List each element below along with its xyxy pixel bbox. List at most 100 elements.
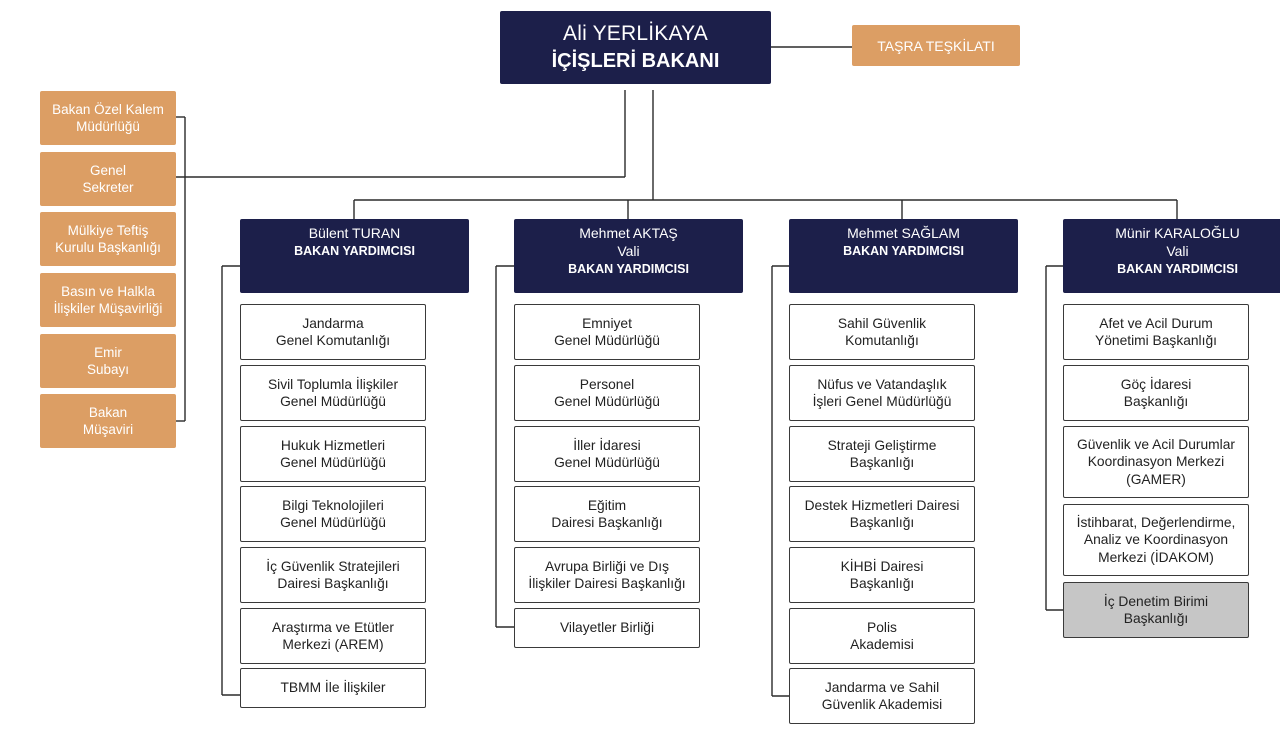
unit-line: Yönetimi Başkanlığı [1095, 333, 1217, 348]
unit-emniyet: Emniyet Genel Müdürlüğü [514, 304, 700, 360]
left-unit-line: Genel [89, 163, 127, 178]
unit-line: Hukuk Hizmetleri [280, 437, 386, 453]
left-unit-line: Müşaviri [82, 422, 134, 437]
unit-line: Dairesi Başkanlığı [277, 576, 389, 591]
unit-line: Jandarma [302, 315, 364, 331]
unit-line: Eğitim [587, 497, 627, 513]
unit-line: Başkanlığı [1123, 611, 1189, 626]
unit-line: Başkanlığı [1123, 394, 1189, 409]
unit-line: Sivil Toplumla İlişkiler [267, 376, 399, 392]
deputy-subtitle: Vali [1166, 243, 1189, 259]
left-unit-line: Sekreter [82, 180, 134, 195]
unit-line: İller İdaresi [573, 437, 641, 453]
deputy-name: Bülent TURAN [308, 225, 401, 241]
unit-nufus-vatandaslik: Nüfus ve Vatandaşlık İşleri Genel Müdürl… [789, 365, 975, 421]
unit-gamer: Güvenlik ve Acil Durumlar Koordinasyon M… [1063, 426, 1249, 498]
unit-bilgi-teknolojileri: Bilgi Teknolojileri Genel Müdürlüğü [240, 486, 426, 542]
unit-line: Strateji Geliştirme [827, 437, 937, 453]
unit-hukuk-hizmetleri: Hukuk Hizmetleri Genel Müdürlüğü [240, 426, 426, 482]
left-unit-line: Bakan Özel Kalem [52, 102, 164, 117]
unit-line: Merkezi (AREM) [282, 637, 384, 652]
deputy-box-saglam: Mehmet SAĞLAM BAKAN YARDIMCISI [789, 219, 1018, 293]
unit-line: Genel Müdürlüğü [554, 333, 660, 348]
unit-line: Merkezi (İDAKOM) [1098, 549, 1214, 565]
unit-line: Başkanlığı [849, 455, 915, 470]
tasra-label: TAŞRA TEŞKİLATI [877, 37, 995, 54]
unit-line: Genel Müdürlüğü [554, 455, 660, 470]
unit-line: İstihbarat, Değerlendirme, [1076, 514, 1236, 530]
left-unit-line: Emir [94, 345, 122, 360]
unit-avrupa-birligi: Avrupa Birliği ve Dış İlişkiler Dairesi … [514, 547, 700, 603]
left-unit-line: Basın ve Halkla [61, 284, 155, 299]
unit-line: Emniyet [582, 315, 632, 331]
left-unit-mulkiye-teftis: Mülkiye Teftiş Kurulu Başkanlığı [40, 212, 176, 266]
deputy-title: BAKAN YARDIMCISI [843, 244, 964, 258]
unit-line: İç Denetim Birimi [1103, 593, 1209, 609]
deputy-box-karaloglu: Münir KARALOĞLU Vali BAKAN YARDIMCISI [1063, 219, 1280, 293]
deputy-box-aktas: Mehmet AKTAŞ Vali BAKAN YARDIMCISI [514, 219, 743, 293]
unit-line: Başkanlığı [849, 515, 915, 530]
left-unit-genel-sekreter: Genel Sekreter [40, 152, 176, 206]
unit-line: Bilgi Teknolojileri [282, 497, 384, 513]
unit-line: Analiz ve Koordinasyon [1083, 532, 1229, 548]
tasra-teskilati-box: TAŞRA TEŞKİLATI [852, 25, 1020, 66]
unit-kihbi: KİHBİ Dairesi Başkanlığı [789, 547, 975, 603]
minister-name: Ali YERLİKAYA [563, 22, 708, 45]
deputy-title: BAKAN YARDIMCISI [568, 262, 689, 276]
deputy-title: BAKAN YARDIMCISI [1117, 262, 1238, 276]
unit-line: Güvenlik ve Acil Durumlar [1077, 436, 1235, 452]
unit-line: Güvenlik Akademisi [821, 697, 943, 712]
left-unit-ozel-kalem: Bakan Özel Kalem Müdürlüğü [40, 91, 176, 145]
unit-line: Genel Müdürlüğü [280, 394, 386, 409]
unit-line: İşleri Genel Müdürlüğü [812, 394, 952, 409]
unit-sivil-toplum: Sivil Toplumla İlişkiler Genel Müdürlüğü [240, 365, 426, 421]
unit-line: Genel Müdürlüğü [280, 515, 386, 530]
unit-line: Avrupa Birliği ve Dış [545, 558, 669, 574]
unit-line: Personel [579, 376, 635, 392]
unit-goc-idaresi: Göç İdaresi Başkanlığı [1063, 365, 1249, 421]
minister-title: İÇİŞLERİ BAKANI [551, 50, 720, 72]
unit-ic-guvenlik-stratejileri: İç Güvenlik Stratejileri Dairesi Başkanl… [240, 547, 426, 603]
unit-iller-idaresi: İller İdaresi Genel Müdürlüğü [514, 426, 700, 482]
unit-polis-akademisi: Polis Akademisi [789, 608, 975, 664]
unit-line: Başkanlığı [849, 576, 915, 591]
unit-line: İç Güvenlik Stratejileri [266, 558, 400, 574]
unit-line: Komutanlığı [845, 333, 919, 348]
unit-line: Jandarma ve Sahil [824, 679, 940, 695]
left-unit-line: Subayı [86, 362, 130, 377]
unit-line: Polis [867, 619, 897, 635]
unit-tbmm-iliskiler: TBMM İle İlişkiler [240, 668, 426, 708]
unit-line: Sahil Güvenlik [837, 315, 927, 331]
unit-egitim: Eğitim Dairesi Başkanlığı [514, 486, 700, 542]
left-unit-line: Bakan [88, 405, 128, 420]
unit-destek-hizmetleri: Destek Hizmetleri Dairesi Başkanlığı [789, 486, 975, 542]
left-unit-line: Kurulu Başkanlığı [55, 240, 161, 255]
unit-jandarma-genel-komutanligi: Jandarma Genel Komutanlığı [240, 304, 426, 360]
left-unit-line: İlişkiler Müşavirliği [53, 301, 163, 316]
unit-line: Koordinasyon Merkezi [1087, 454, 1225, 470]
unit-vilayetler-birligi: Vilayetler Birliği [514, 608, 700, 648]
unit-line: Nüfus ve Vatandaşlık [817, 376, 947, 392]
unit-strateji-gelistirme: Strateji Geliştirme Başkanlığı [789, 426, 975, 482]
unit-line: Göç İdaresi [1120, 376, 1192, 392]
unit-idakom: İstihbarat, Değerlendirme, Analiz ve Koo… [1063, 504, 1249, 576]
unit-line: (GAMER) [1126, 471, 1186, 487]
unit-line: Genel Komutanlığı [275, 333, 391, 348]
minister-box: Ali YERLİKAYA İÇİŞLERİ BAKANI [500, 11, 771, 84]
unit-line: Araştırma ve Etütler [272, 619, 394, 635]
unit-line: Akademisi [850, 637, 914, 652]
left-unit-line: Müdürlüğü [76, 119, 140, 134]
left-unit-line: Mülkiye Teftiş [67, 223, 149, 238]
deputy-subtitle: Vali [617, 243, 640, 259]
unit-personel: Personel Genel Müdürlüğü [514, 365, 700, 421]
unit-sahil-guvenlik: Sahil Güvenlik Komutanlığı [789, 304, 975, 360]
deputy-name: Münir KARALOĞLU [1115, 225, 1240, 241]
unit-line: Genel Müdürlüğü [280, 455, 386, 470]
left-unit-basin-halkla: Basın ve Halkla İlişkiler Müşavirliği [40, 273, 176, 327]
unit-line: Destek Hizmetleri Dairesi [804, 497, 960, 513]
unit-line: TBMM İle İlişkiler [280, 680, 386, 696]
unit-line: Genel Müdürlüğü [554, 394, 660, 409]
left-unit-emir-subayi: Emir Subayı [40, 334, 176, 388]
unit-arem: Araştırma ve Etütler Merkezi (AREM) [240, 608, 426, 664]
